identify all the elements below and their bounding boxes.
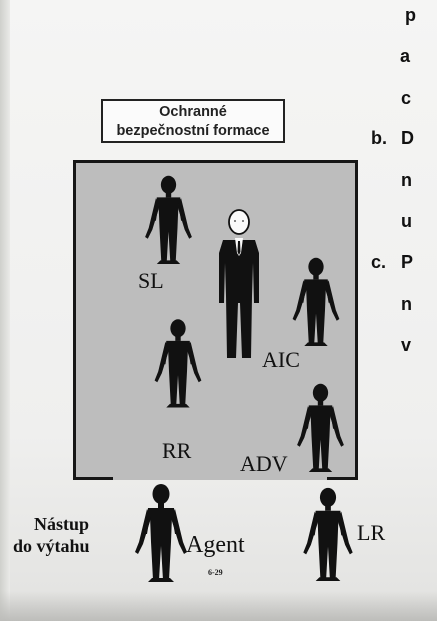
- cutoff-text-line: n: [401, 170, 412, 191]
- cutoff-text-line: u: [401, 211, 412, 232]
- label-sl: SL: [138, 268, 164, 294]
- person-adv-figure: [293, 382, 348, 472]
- label-adv: ADV: [240, 451, 288, 477]
- label-aic: AIC: [262, 347, 300, 373]
- person-rr-figure: [151, 317, 205, 408]
- cutoff-text-line: a: [400, 46, 410, 67]
- page-number: 6-29: [208, 568, 223, 577]
- page-left-edge: [0, 0, 10, 621]
- person-lr-figure: [299, 486, 357, 581]
- label-agent: Agent: [186, 532, 245, 559]
- label-entry-line1: Nástup: [34, 514, 89, 535]
- cutoff-text-line: v: [401, 335, 411, 356]
- person-aic-figure: [289, 256, 343, 346]
- page-bottom-shadow: [0, 591, 437, 621]
- person-sl-figure: [141, 174, 196, 264]
- diagram-title-line1: Ochranné: [103, 103, 283, 122]
- label-entry-line2: do výtahu: [13, 536, 90, 557]
- cutoff-text-line: n: [401, 294, 412, 315]
- cutoff-text-line: p: [405, 5, 416, 26]
- label-lr: LR: [357, 520, 385, 546]
- cutoff-text-line: c: [401, 88, 411, 109]
- diagram-title-line2: bezpečnostní formace: [103, 122, 283, 141]
- person-agent-figure: [131, 482, 191, 582]
- formation-bottom-line-right: [327, 477, 358, 480]
- list-marker-b: b.: [371, 128, 387, 149]
- protected-person-suit-figure: [208, 208, 270, 358]
- formation-bottom-line-left: [73, 477, 113, 480]
- cutoff-text-line: D: [401, 128, 414, 149]
- label-rr: RR: [162, 438, 191, 464]
- list-marker-c: c.: [371, 252, 386, 273]
- cutoff-text-line: P: [401, 252, 413, 273]
- diagram-title-box: Ochranné bezpečnostní formace: [101, 99, 285, 143]
